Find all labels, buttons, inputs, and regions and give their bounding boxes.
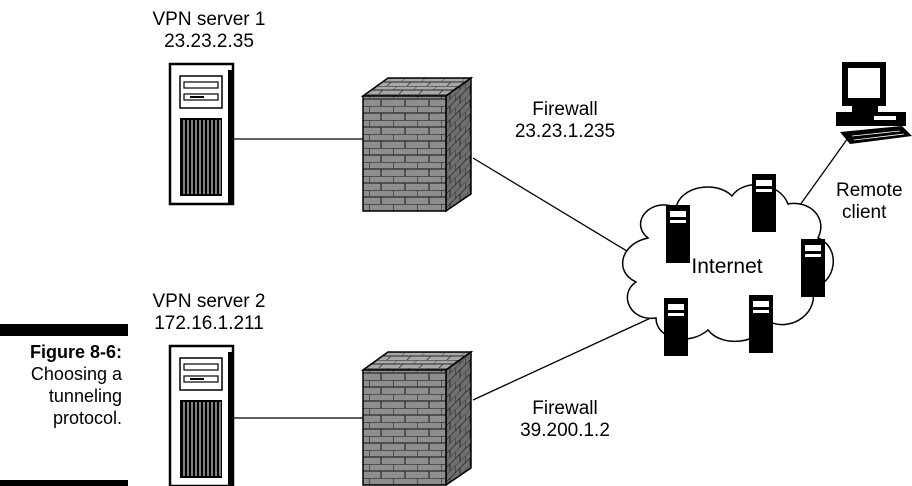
internet-server-icon (749, 295, 773, 353)
vpn-server-1-icon (168, 62, 235, 206)
firewall-1-icon (360, 76, 474, 213)
firewall-2-label: Firewall 39.200.1.2 (500, 398, 630, 442)
vpn-server-2-label: VPN server 2 172.16.1.211 (144, 291, 274, 335)
vpn-server-1-name: VPN server 1 (152, 9, 266, 30)
caption-bottom-bar (0, 480, 128, 486)
vpn-server-1-label: VPN server 1 23.23.2.35 (144, 9, 274, 53)
caption-top-bar (0, 324, 128, 336)
vpn-server-2-ip: 172.16.1.211 (154, 313, 264, 334)
firewall-2-icon (360, 350, 474, 486)
figure-caption: Figure 8-6: Choosing a tunneling protoco… (0, 341, 122, 429)
internet-server-icon (752, 174, 776, 232)
remote-client-label: Remote client (836, 180, 912, 224)
internet-label: Internet (691, 255, 763, 278)
remote-client-line2: client (842, 202, 887, 223)
internet-server-icon (664, 298, 688, 356)
link-firewall2-internet (472, 315, 656, 401)
vpn-server-2-name: VPN server 2 (152, 291, 266, 312)
remote-client-line1: Remote (836, 180, 903, 201)
internet-server-icon (666, 205, 690, 263)
firewall-1-name: Firewall (532, 99, 598, 120)
internet-server-icon (801, 239, 825, 297)
remote-client-computer-icon (836, 62, 912, 144)
figure-number: Figure 8-6: (29, 342, 122, 362)
vpn-server-2-icon (168, 344, 235, 486)
link-firewall1-internet (472, 157, 651, 266)
caption-line: tunneling (48, 386, 122, 406)
firewall-1-ip: 23.23.1.235 (514, 121, 616, 142)
firewall-2-name: Firewall (532, 398, 598, 419)
firewall-1-label: Firewall 23.23.1.235 (500, 99, 630, 143)
firewall-2-ip: 39.200.1.2 (520, 420, 610, 441)
caption-line: protocol. (52, 408, 122, 428)
caption-line: Choosing a (30, 364, 122, 384)
vpn-server-1-ip: 23.23.2.35 (164, 31, 254, 52)
